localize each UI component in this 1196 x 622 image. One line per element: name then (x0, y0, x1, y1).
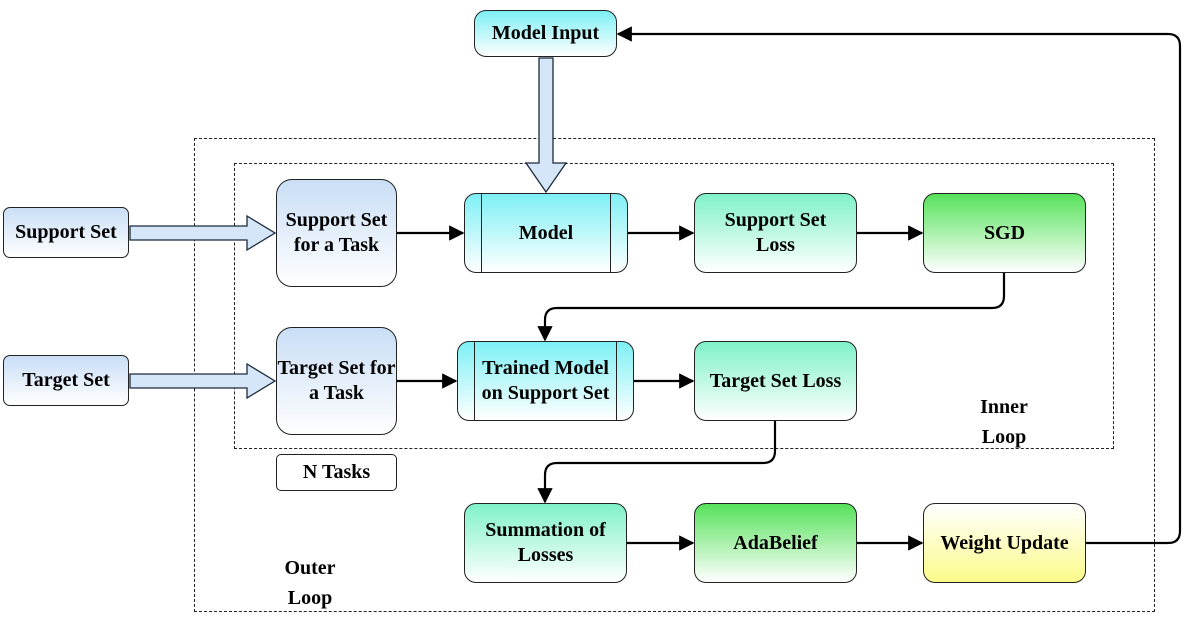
adabelief-label: AdaBelief (733, 531, 818, 554)
inner-loop-label: Inner Loop (980, 396, 1028, 448)
support-set-task-label: Support Set for a Task (285, 209, 388, 256)
trained-model-node: Trained Model on Support Set (457, 341, 634, 421)
target-set-loss-label: Target Set Loss (709, 369, 842, 392)
target-set-task-label: Target Set for a Task (277, 357, 396, 404)
support-set-loss-node: Support Set Loss (694, 193, 857, 273)
target-set-label: Target Set (22, 369, 110, 391)
n-tasks-node: N Tasks (276, 454, 397, 491)
model-label: Model (518, 221, 574, 244)
model-input-label: Model Input (491, 22, 600, 44)
weight-update-node: Weight Update (923, 503, 1086, 583)
trained-model-right-bar (616, 342, 617, 420)
target-set-loss-node: Target Set Loss (694, 341, 857, 421)
support-set-node: Support Set (3, 207, 129, 258)
n-tasks-label: N Tasks (302, 461, 371, 483)
adabelief-node: AdaBelief (694, 503, 857, 583)
support-set-loss-label: Support Set Loss (724, 209, 827, 256)
trained-model-label: Trained Model on Support Set (481, 357, 610, 404)
model-input-node: Model Input (474, 10, 617, 57)
summation-label: Summation of Losses (485, 519, 606, 566)
model-left-bar (481, 194, 482, 272)
outer-loop-label: Outer Loop (284, 557, 336, 609)
support-set-task-node: Support Set for a Task (276, 179, 397, 287)
model-right-bar (610, 194, 611, 272)
sgd-node: SGD (923, 193, 1086, 273)
sgd-label: SGD (983, 221, 1026, 244)
model-node: Model (464, 193, 628, 273)
target-set-task-node: Target Set for a Task (276, 327, 397, 435)
trained-model-left-bar (474, 342, 475, 420)
target-set-node: Target Set (3, 355, 129, 406)
summation-node: Summation of Losses (464, 503, 627, 583)
support-set-label: Support Set (15, 221, 117, 243)
weight-update-label: Weight Update (940, 531, 1069, 554)
